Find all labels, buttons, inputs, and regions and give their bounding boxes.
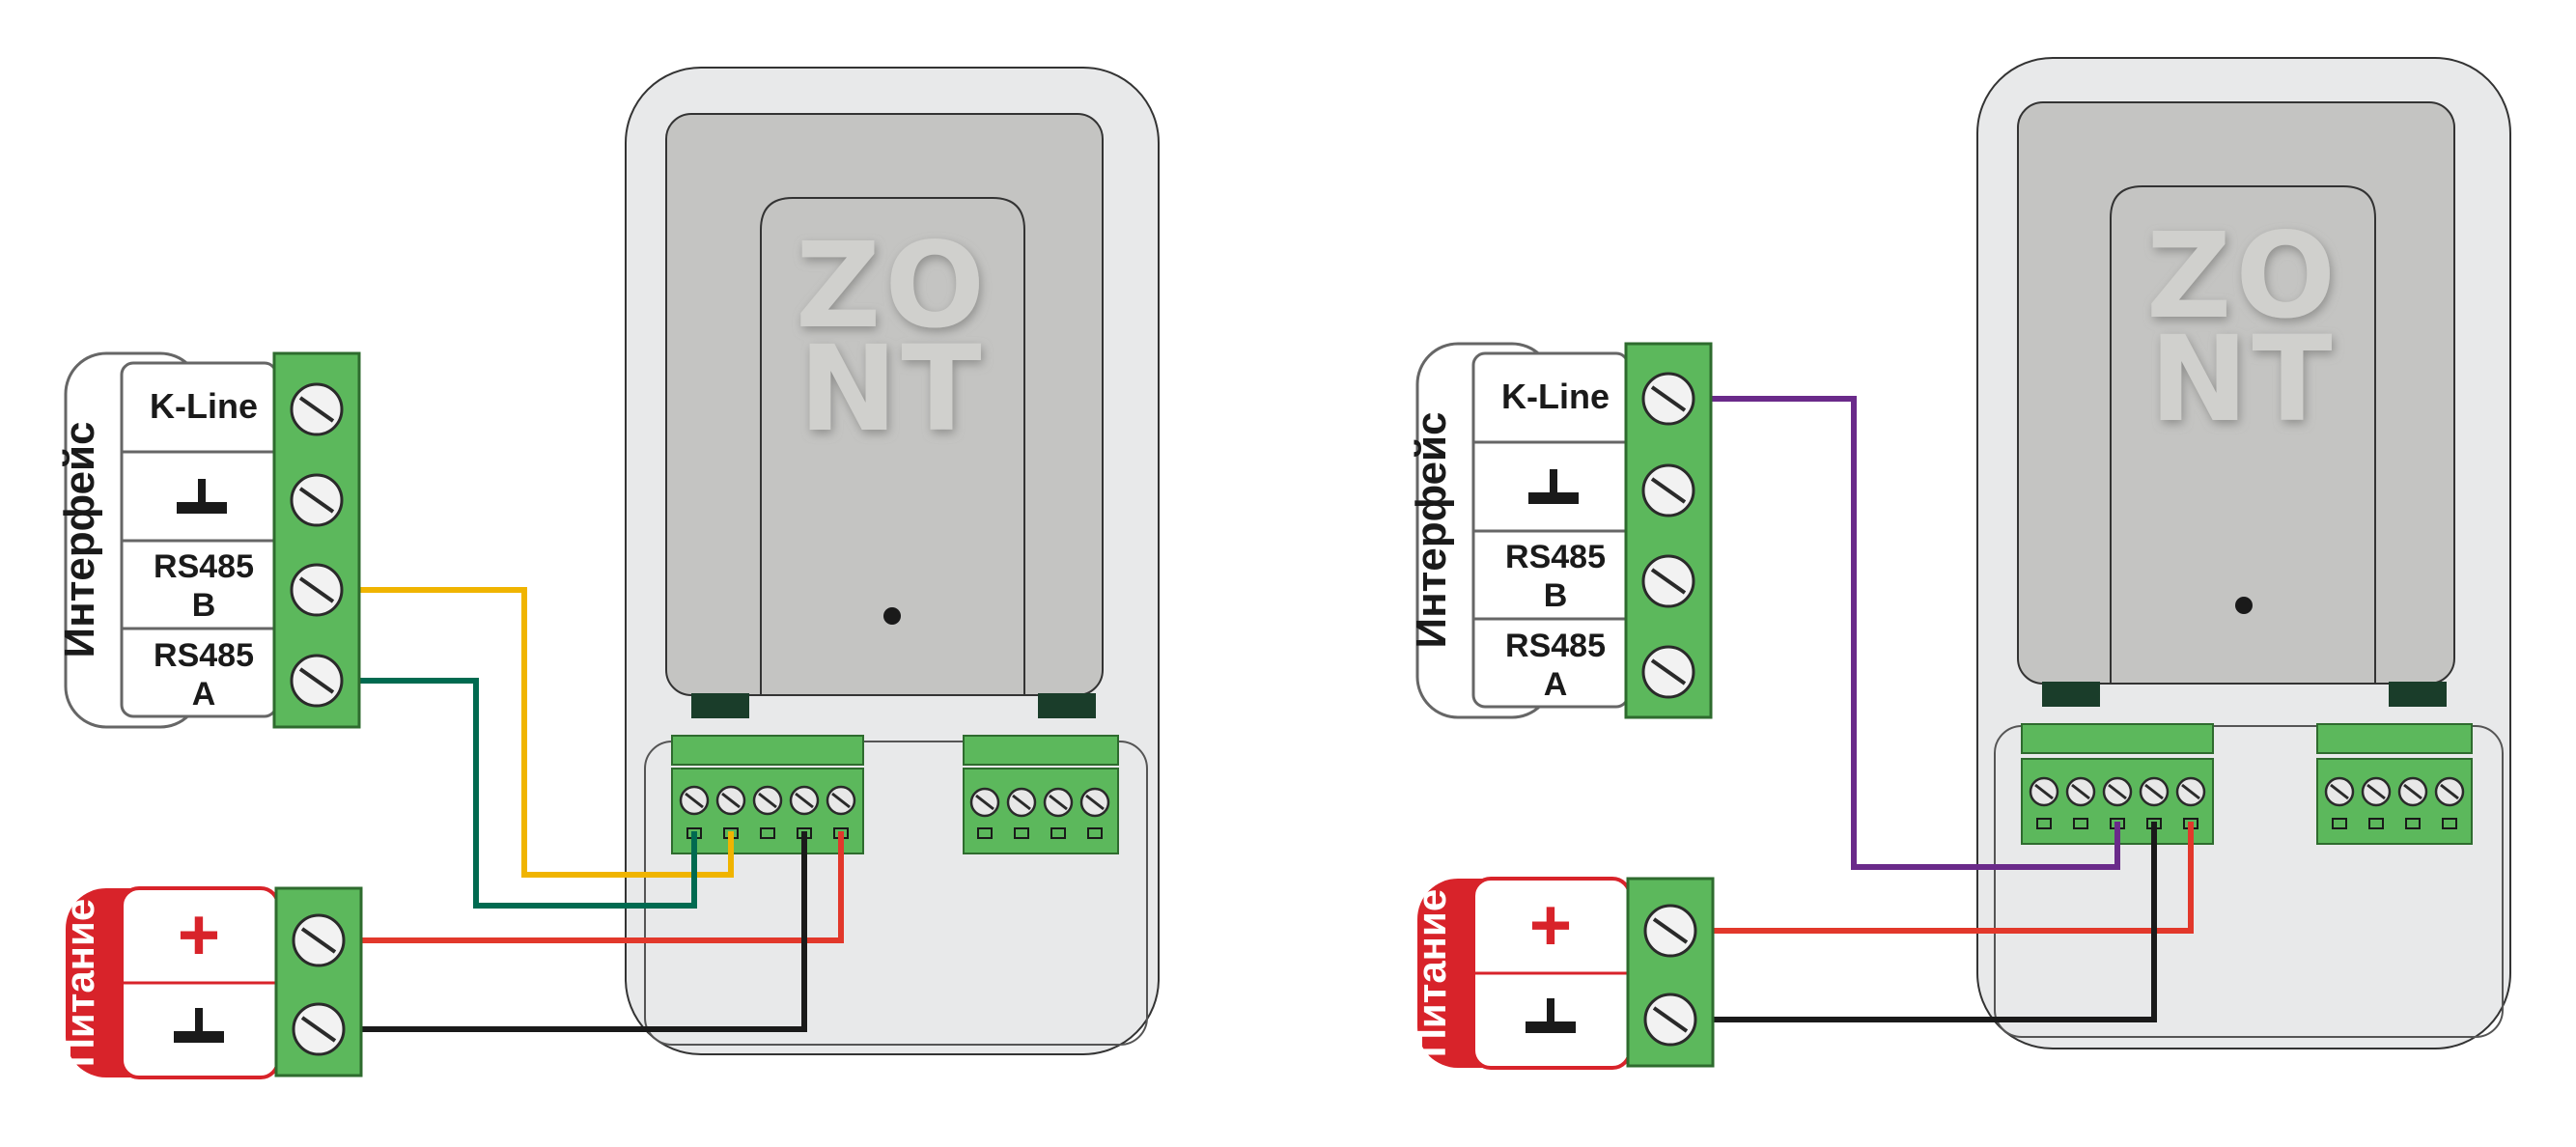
right-logo-line2: NT [2149, 311, 2336, 448]
left-led-indicator [883, 607, 901, 625]
plus-icon: + [1529, 884, 1572, 966]
left-wire-rs485a [359, 678, 697, 909]
right-interface-block: Интерфейс K-Line RS485 B RS485 A [1408, 342, 1713, 719]
left-logo-line2: NT [798, 321, 985, 458]
left-rs485b-line2: B [192, 587, 216, 624]
left-interface-block: Интерфейс K-Line RS485 B RS485 A [56, 351, 361, 729]
right-rs485a-line1: RS485 [1505, 628, 1606, 664]
right-wire-power-ground [1713, 822, 2157, 1022]
right-power-block: Питание + [1409, 877, 1715, 1070]
left-logo-line1: ZO [796, 217, 989, 354]
left-device: ZO NT [625, 67, 1160, 1055]
right-diagram: ZO NT [1408, 57, 2511, 1070]
left-power-title: Питание [57, 899, 102, 1067]
right-wire-kline [1711, 396, 2120, 870]
right-connector-4pin [2316, 723, 2473, 845]
left-rs485a-line2: A [192, 676, 216, 713]
right-rs485a-line2: A [1544, 666, 1568, 703]
right-kline-label: K-Line [1501, 377, 1610, 416]
right-mount-tab [2389, 682, 2447, 707]
left-wires [359, 587, 844, 1032]
left-wire-power-plus [359, 831, 844, 943]
right-power-title: Питание [1409, 889, 1454, 1057]
right-led-indicator [2235, 597, 2253, 614]
right-interface-title: Интерфейс [1408, 411, 1455, 648]
right-zont-logo: ZO NT [2146, 208, 2339, 448]
left-mount-tab [691, 693, 749, 718]
left-wire-rs485b [359, 587, 734, 878]
right-logo-line1: ZO [2146, 208, 2339, 345]
right-wire-power-plus [1713, 822, 2194, 934]
left-rs485b-line1: RS485 [154, 548, 254, 585]
left-kline-label: K-Line [150, 386, 258, 426]
left-connector-5pin [671, 735, 864, 854]
left-zont-logo: ZO NT [796, 217, 989, 458]
plus-icon: + [178, 894, 220, 976]
left-mount-tab [1038, 693, 1096, 718]
left-interface-title: Интерфейс [56, 421, 103, 657]
right-device: ZO NT [1976, 57, 2511, 1049]
left-rs485a-line1: RS485 [154, 637, 254, 674]
right-mount-tab [2042, 682, 2100, 707]
right-wires [1711, 396, 2194, 1022]
left-connector-4pin [963, 735, 1119, 854]
left-diagram: ZO NT [56, 67, 1160, 1079]
right-rs485b-line2: B [1544, 577, 1568, 614]
right-rs485b-line1: RS485 [1505, 539, 1606, 575]
left-power-block: Питание + [57, 886, 363, 1079]
left-wire-power-ground [359, 831, 807, 1032]
